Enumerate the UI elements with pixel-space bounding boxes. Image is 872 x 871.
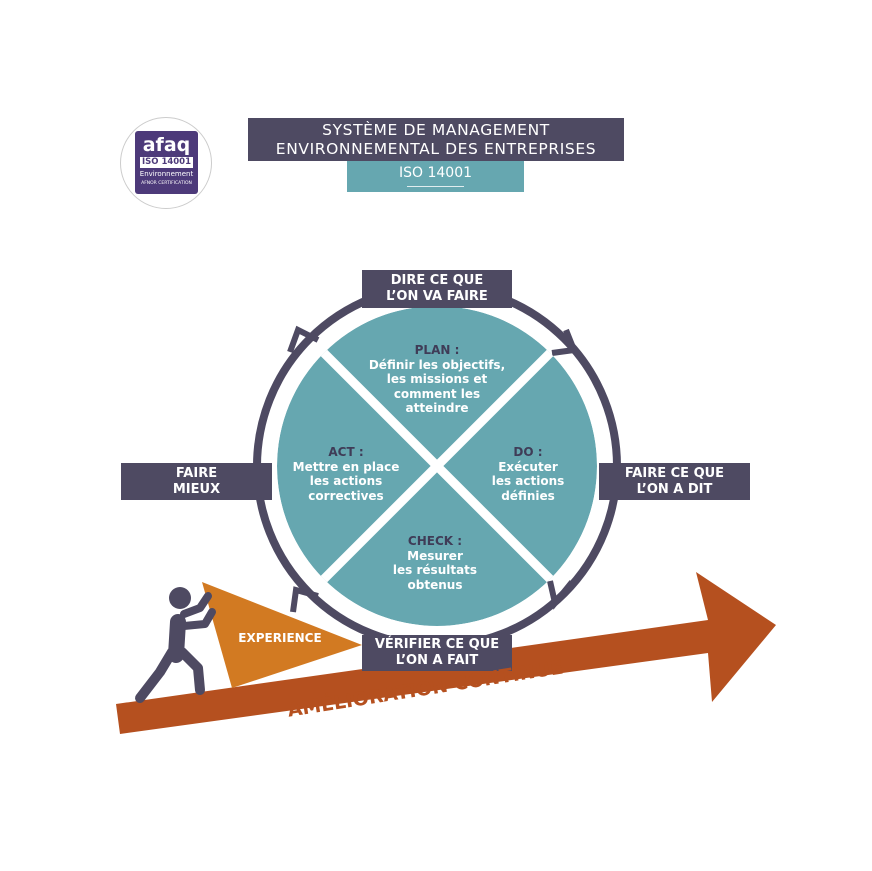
do-line: les actions — [491, 474, 565, 488]
iso-norm-underline — [407, 186, 464, 187]
act-line: les actions — [309, 474, 383, 488]
title-line-1: SYSTÈME DE MANAGEMENT — [322, 120, 550, 139]
stage-left-line-2: MIEUX — [172, 481, 221, 497]
stage-label-do: FAIRE CE QUE L’ON A DIT — [599, 463, 750, 500]
check-heading: CHECK : — [407, 534, 463, 548]
title-banner: SYSTÈME DE MANAGEMENT ENVIRONNEMENTAL DE… — [248, 118, 624, 161]
act-line: Mettre en place — [292, 459, 400, 474]
act-heading: ACT : — [328, 445, 364, 459]
plan-line: Définir les objectifs, — [368, 357, 506, 372]
improvement-arrow — [116, 572, 776, 734]
quadrant-act: ACT : Mettre en place les actions correc… — [284, 445, 408, 503]
stage-right-line-1: FAIRE CE QUE — [624, 465, 725, 481]
do-heading: DO : — [513, 445, 543, 459]
quadrant-do: DO : Exécuter les actions définies — [478, 445, 578, 503]
cycle-arrowhead-top-left — [287, 325, 320, 354]
quadrant-check: CHECK : Mesurer les résultats obtenus — [375, 534, 495, 592]
logo-badge: afaq ISO 14001 Environnement AFNOR CERTI… — [135, 131, 198, 194]
plan-line: comment les — [393, 386, 481, 401]
logo-category: Environnement — [139, 170, 194, 178]
person-pushing-icon — [135, 587, 216, 703]
cycle-arrowhead-bottom-right — [547, 580, 575, 610]
experience-label: EXPERIENCE — [238, 631, 322, 645]
check-line: les résultats — [392, 563, 478, 577]
stage-bottom-line-1: VÉRIFIER CE QUE — [374, 637, 500, 652]
check-line: Mesurer — [407, 548, 463, 563]
stage-label-act: FAIRE MIEUX — [121, 463, 272, 500]
plan-heading: PLAN : — [414, 343, 460, 357]
logo-brand: afaq — [142, 134, 191, 156]
plan-line: les missions et — [386, 372, 488, 386]
check-line: obtenus — [407, 577, 463, 592]
stage-right-line-2: L’ON A DIT — [636, 481, 713, 497]
stage-label-plan: DIRE CE QUE L’ON VA FAIRE — [362, 270, 512, 308]
logo-certifier: AFNOR CERTIFICATION — [141, 181, 192, 186]
stage-left-line-1: FAIRE — [175, 465, 218, 481]
iso-norm-badge: ISO 14001 — [347, 161, 524, 192]
cycle-arrowhead-top-right — [551, 328, 579, 356]
do-line: Exécuter — [498, 459, 558, 474]
cycle-arrowhead-bottom-left — [290, 586, 319, 613]
do-line: définies — [501, 488, 555, 503]
stage-bottom-line-2: L’ON A FAIT — [395, 653, 479, 668]
logo-standard: ISO 14001 — [140, 157, 193, 168]
quadrant-disc — [277, 306, 597, 626]
stage-top-line-2: L’ON VA FAIRE — [386, 289, 488, 304]
title-line-2: ENVIRONNEMENTAL DES ENTREPRISES — [275, 139, 597, 158]
stage-top-line-1: DIRE CE QUE — [390, 273, 484, 288]
iso-norm-label: ISO 14001 — [398, 165, 473, 181]
afaq-iso-14001-logo: afaq ISO 14001 Environnement AFNOR CERTI… — [120, 117, 212, 209]
plan-line: atteindre — [405, 401, 469, 415]
stage-label-check: VÉRIFIER CE QUE L’ON A FAIT — [362, 635, 512, 671]
experience-wedge — [202, 582, 362, 688]
act-line: correctives — [308, 488, 384, 503]
quadrant-plan: PLAN : Définir les objectifs, les missio… — [352, 343, 522, 416]
